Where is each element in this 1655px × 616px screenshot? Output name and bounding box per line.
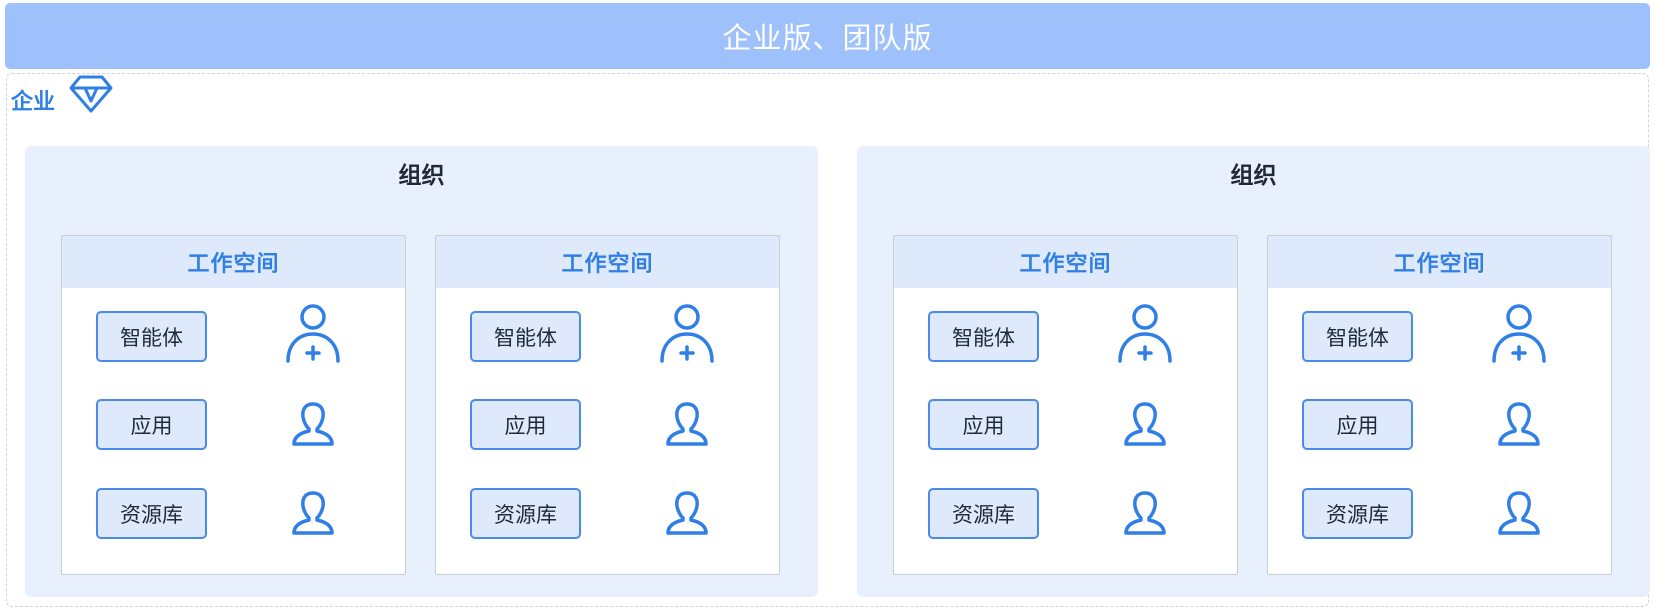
workspace-item-box: 资源库 (928, 488, 1039, 539)
workspace-card: 工作空间智能体应用资源库 (1267, 235, 1612, 575)
workspace-title: 工作空间 (1268, 236, 1611, 288)
workspace-card: 工作空间智能体应用资源库 (893, 235, 1238, 575)
user-icon (664, 490, 710, 540)
user-icon (664, 401, 710, 451)
workspace-item-box: 应用 (928, 399, 1039, 450)
organization-panel: 组织工作空间智能体应用资源库工作空间智能体应用资源库 (25, 146, 818, 597)
workspace-item-box: 应用 (96, 399, 207, 450)
add-user-icon (659, 303, 715, 367)
workspace-item-box: 智能体 (470, 311, 581, 362)
organization-panel: 组织工作空间智能体应用资源库工作空间智能体应用资源库 (857, 146, 1650, 597)
workspace-item-box: 智能体 (96, 311, 207, 362)
workspace-item-box: 应用 (470, 399, 581, 450)
workspace-item-box: 应用 (1302, 399, 1413, 450)
diamond-icon (69, 75, 113, 113)
user-icon (1496, 490, 1542, 540)
add-user-icon (285, 303, 341, 367)
workspace-item-box: 智能体 (1302, 311, 1413, 362)
header-bar: 企业版、团队版 (5, 3, 1650, 69)
user-icon (1122, 490, 1168, 540)
user-icon (1122, 401, 1168, 451)
add-user-icon (1117, 303, 1173, 367)
workspace-item-box: 资源库 (1302, 488, 1413, 539)
workspace-card: 工作空间智能体应用资源库 (435, 235, 780, 575)
header-title: 企业版、团队版 (722, 21, 933, 55)
workspace-item-box: 智能体 (928, 311, 1039, 362)
user-icon (290, 490, 336, 540)
user-icon (290, 401, 336, 451)
organization-title: 组织 (1230, 163, 1277, 189)
enterprise-label: 企业 (11, 90, 56, 115)
workspace-title: 工作空间 (62, 236, 405, 288)
workspace-item-box: 资源库 (96, 488, 207, 539)
add-user-icon (1491, 303, 1547, 367)
workspace-title: 工作空间 (894, 236, 1237, 288)
workspace-item-box: 资源库 (470, 488, 581, 539)
workspace-title: 工作空间 (436, 236, 779, 288)
user-icon (1496, 401, 1542, 451)
workspace-card: 工作空间智能体应用资源库 (61, 235, 406, 575)
organization-title: 组织 (398, 163, 445, 189)
